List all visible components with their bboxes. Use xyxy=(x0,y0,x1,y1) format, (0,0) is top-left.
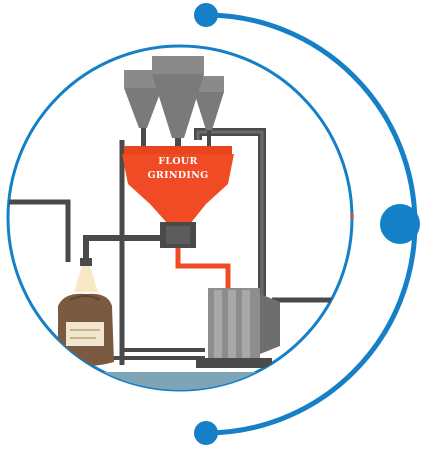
cyclone-separator-icon xyxy=(124,56,224,148)
right-duct-inner xyxy=(196,130,264,296)
hopper-label-line2: GRINDING xyxy=(147,170,208,181)
top-node-dot xyxy=(194,3,218,27)
feed-pipe-orange xyxy=(175,248,231,288)
middle-node-dot xyxy=(380,204,420,244)
discharge-nozzle xyxy=(80,258,92,266)
grinding-hopper-icon xyxy=(122,146,234,248)
flour-sack-icon xyxy=(58,293,114,366)
flour-stream xyxy=(74,266,98,292)
bottom-node-dot xyxy=(194,421,218,445)
left-feed-pipe xyxy=(8,199,71,262)
milling-machine-icon xyxy=(196,288,280,368)
hopper-label-line1: FLOUR xyxy=(158,156,197,167)
discharge-pipe xyxy=(83,235,160,262)
floor-strip xyxy=(8,372,352,390)
edge-marker xyxy=(350,214,354,218)
